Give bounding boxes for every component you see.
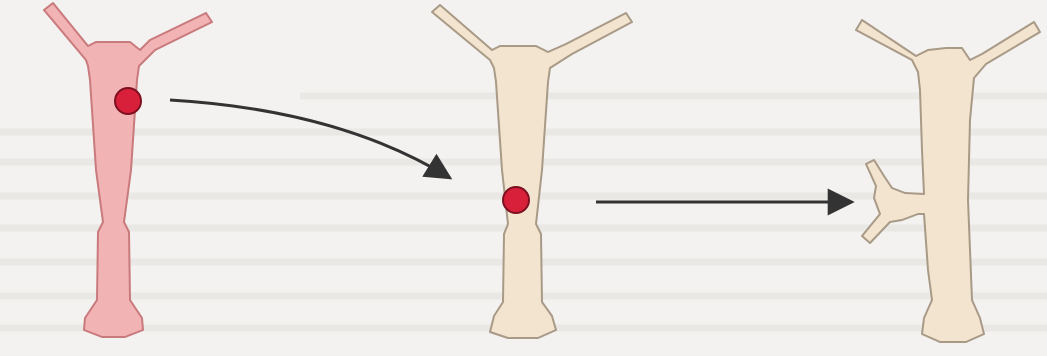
donor-hydra-body xyxy=(44,3,212,337)
host-hydra xyxy=(432,5,632,338)
host-hydra-body xyxy=(432,5,632,338)
graft-transfer-arrow xyxy=(170,100,450,178)
grafted-tissue xyxy=(503,187,529,213)
donor-hydra xyxy=(44,3,212,337)
donor-tissue-graft xyxy=(115,88,141,114)
